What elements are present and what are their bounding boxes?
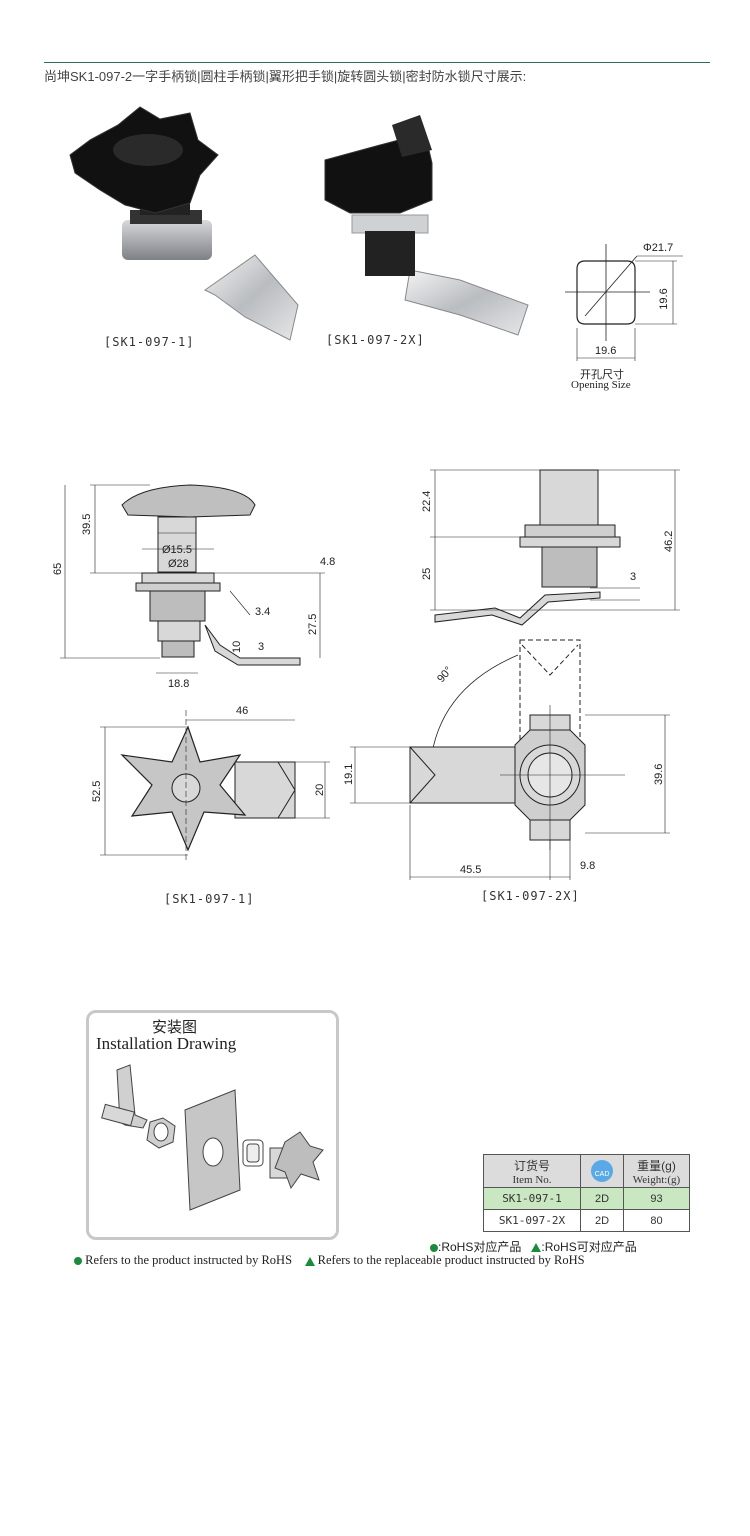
drawing-caption-sk1-097-1: [SK1-097-1] xyxy=(164,892,255,906)
header-weight-cell: 重量(g) Weight:(g) xyxy=(623,1154,690,1188)
header-item-cell: 订货号 Item No. xyxy=(483,1154,581,1188)
dim-39-5: 39.5 xyxy=(81,514,93,535)
dim-18-8: 18.8 xyxy=(168,678,189,690)
product-photos xyxy=(69,106,529,341)
legend-rohs-replace-en: Refers to the replaceable product instru… xyxy=(317,1253,585,1267)
row-weight: 80 xyxy=(623,1209,690,1232)
legend-cn: :RoHS对应产品 :RoHS可对应产品 xyxy=(430,1238,637,1255)
rohs-dot-icon xyxy=(430,1243,438,1252)
dim-4-8: 4.8 xyxy=(320,556,335,568)
dim-39-6: 39.6 xyxy=(653,764,665,785)
photo-caption-sk1-097-1: [SK1-097-1] xyxy=(104,335,195,349)
row-cad: 2D xyxy=(580,1209,624,1232)
legend-en: Refers to the product instructed by RoHS… xyxy=(74,1253,585,1268)
photo-caption-sk1-097-2x: [SK1-097-2X] xyxy=(326,333,425,347)
dim-46-2: 46.2 xyxy=(663,531,675,552)
dim-10: 10 xyxy=(231,641,243,653)
dim-15-5: Ø15.5 xyxy=(162,544,192,556)
dim-27-5: 27.5 xyxy=(307,614,319,635)
dim-3-left: 3 xyxy=(258,641,264,653)
header-item-en: Item No. xyxy=(512,1173,552,1186)
table-row: SK1-097-2X 2D 80 xyxy=(483,1209,690,1232)
legend-rohs-cn: :RoHS对应产品 xyxy=(438,1240,522,1254)
dim-3-4: 3.4 xyxy=(255,606,270,618)
dim-3-right: 3 xyxy=(630,571,636,583)
row-item: SK1-097-1 xyxy=(483,1187,581,1210)
rohs-triangle-icon xyxy=(531,1243,542,1253)
wing-lock-photo xyxy=(324,115,529,336)
dim-opening-diameter: Φ21.7 xyxy=(643,242,673,254)
dim-46: 46 xyxy=(236,705,248,717)
row-weight: 93 xyxy=(623,1187,690,1210)
rohs-triangle-icon xyxy=(304,1256,315,1266)
cad-icon: CAD xyxy=(591,1160,613,1182)
top-view-drawing-sk1-097-2x: 90° 19.1 39.6 45.5 9.8 xyxy=(343,639,670,880)
dim-65: 65 xyxy=(52,563,64,575)
dim-20: 20 xyxy=(314,784,326,796)
dim-90-degree: 90° xyxy=(435,664,455,684)
dim-25: 25 xyxy=(421,568,433,580)
drawing-caption-sk1-097-2x: [SK1-097-2X] xyxy=(481,889,580,903)
header-weight-en: Weight:(g) xyxy=(632,1173,681,1186)
row-item: SK1-097-2X xyxy=(483,1209,581,1232)
page-title: 尚坤SK1-097-2一字手柄锁|圆柱手柄锁|翼形把手锁|旋转圆头锁|密封防水锁… xyxy=(44,69,527,84)
dim-19-1: 19.1 xyxy=(343,764,355,785)
header-item-cn: 订货号 xyxy=(513,1158,550,1173)
side-view-drawing-sk1-097-1: 39.5 65 Ø15.5 Ø28 4.8 3.4 27.5 10 3 18.8 xyxy=(52,484,335,690)
table-row: SK1-097-1 2D 93 xyxy=(483,1187,690,1210)
side-view-drawing-sk1-097-2x: 22.4 46.2 25 3 xyxy=(421,469,680,626)
header-cad: CAD xyxy=(594,1171,610,1178)
star-knob-lock-photo xyxy=(69,106,299,341)
installation-title-en: Installation Drawing xyxy=(96,1034,237,1053)
opening-label-cn: 开孔尺寸 xyxy=(580,369,624,381)
dim-52-5: 52.5 xyxy=(91,781,103,802)
legend-rohs-en: Refers to the product instructed by RoHS xyxy=(85,1253,293,1267)
spec-table: 订货号 Item No. CAD 重量(g) Weight:(g) SK1-09… xyxy=(483,1154,690,1232)
dim-opening-width: 19.6 xyxy=(595,345,616,357)
dim-28: Ø28 xyxy=(168,558,189,570)
legend-rohs-replace-cn: :RoHS可对应产品 xyxy=(541,1240,637,1254)
top-view-drawing-sk1-097-1: 46 52.5 20 xyxy=(91,705,330,860)
header-divider xyxy=(44,62,710,63)
row-cad: 2D xyxy=(580,1187,624,1210)
installation-illustration xyxy=(101,1064,324,1211)
opening-size-drawing: Φ21.7 19.6 19.6 xyxy=(565,242,683,361)
dim-22-4: 22.4 xyxy=(421,491,433,512)
header-cad-cell: CAD xyxy=(580,1154,624,1188)
dim-45-5: 45.5 xyxy=(460,864,481,876)
installation-title-cn: 安装图 xyxy=(152,1019,198,1036)
rohs-dot-icon xyxy=(74,1257,82,1266)
dim-opening-height: 19.6 xyxy=(658,288,670,309)
header-weight-cn: 重量(g) xyxy=(637,1158,676,1173)
opening-label-en: Opening Size xyxy=(571,379,631,391)
dim-9-8: 9.8 xyxy=(580,860,595,872)
